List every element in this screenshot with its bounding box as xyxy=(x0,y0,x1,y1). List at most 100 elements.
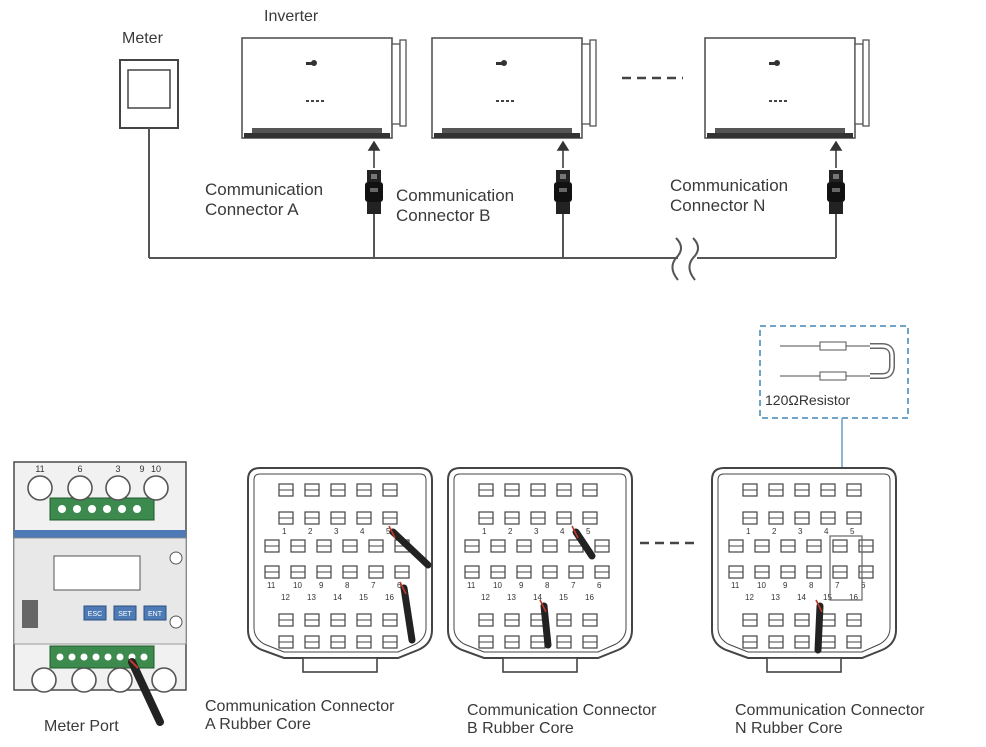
comm-connector-n-label: Communication Connector N xyxy=(670,176,789,215)
arrows xyxy=(367,140,843,168)
pin-socket xyxy=(278,483,294,497)
pin-socket xyxy=(290,565,306,579)
pin-socket xyxy=(316,565,332,579)
pin-number: 13 xyxy=(507,593,516,602)
pin-socket xyxy=(304,635,320,649)
pin-socket xyxy=(780,565,796,579)
rs485-bus xyxy=(148,128,837,281)
pin-number: 15 xyxy=(359,593,368,602)
pin-number: 5 xyxy=(850,527,855,536)
rubber-core-a-label: Communication Connector A Rubber Core xyxy=(205,698,395,734)
pin-number: 6 xyxy=(397,581,402,590)
pin-number: 12 xyxy=(281,593,290,602)
pin-socket xyxy=(768,483,784,497)
pin-socket xyxy=(846,613,862,627)
cable xyxy=(814,602,824,654)
pin-socket xyxy=(516,539,532,553)
pin-number: 10 xyxy=(493,581,502,590)
pin-socket xyxy=(478,613,494,627)
pin-number: 2 xyxy=(772,527,777,536)
pin-socket xyxy=(556,511,572,525)
pin-socket xyxy=(330,635,346,649)
pin-number: 3 xyxy=(534,527,539,536)
comm-plug-n-icon xyxy=(827,170,845,214)
pin-socket xyxy=(278,635,294,649)
pin-number: 8 xyxy=(809,581,814,590)
pin-number: 5 xyxy=(586,527,591,536)
cable xyxy=(540,602,552,649)
pin-socket xyxy=(742,511,758,525)
pin-socket xyxy=(780,539,796,553)
pin-socket xyxy=(846,483,862,497)
meter-button-esc: ESC xyxy=(88,611,102,618)
resistor-pin-frame xyxy=(829,535,863,601)
cable-core-red xyxy=(388,525,396,539)
pin-socket xyxy=(594,539,610,553)
pin-socket xyxy=(382,483,398,497)
pin-socket xyxy=(330,511,346,525)
pin-number: 14 xyxy=(533,593,542,602)
meter-terminal-label-1: 6 xyxy=(77,464,82,474)
pin-socket xyxy=(342,539,358,553)
pin-number: 15 xyxy=(559,593,568,602)
inverter-n-icon xyxy=(704,37,870,139)
pin-socket xyxy=(382,613,398,627)
meter-terminal-label-4: 10 xyxy=(151,464,161,474)
pin-socket xyxy=(368,539,384,553)
pin-number: 9 xyxy=(783,581,788,590)
pin-socket xyxy=(490,539,506,553)
pin-socket xyxy=(478,635,494,649)
cable-core-red xyxy=(399,581,407,595)
meter-label: Meter xyxy=(122,30,163,47)
inverter-b-icon xyxy=(431,37,597,139)
cable xyxy=(389,528,432,569)
pin-socket xyxy=(742,635,758,649)
pin-socket xyxy=(330,613,346,627)
pin-number: 3 xyxy=(798,527,803,536)
pin-socket xyxy=(330,483,346,497)
pin-number: 11 xyxy=(731,581,740,590)
pin-number: 13 xyxy=(307,593,316,602)
pin-number: 2 xyxy=(508,527,513,536)
pin-socket xyxy=(382,511,398,525)
pin-socket xyxy=(582,483,598,497)
pin-number: 4 xyxy=(560,527,565,536)
cable-core-red xyxy=(571,525,579,539)
pin-number: 4 xyxy=(824,527,829,536)
pin-number: 7 xyxy=(371,581,376,590)
pin-socket xyxy=(858,565,874,579)
meter-terminal-label-2: 3 xyxy=(115,464,120,474)
pin-socket xyxy=(464,565,480,579)
pin-socket xyxy=(478,483,494,497)
pin-socket xyxy=(794,511,810,525)
pin-socket xyxy=(478,511,494,525)
pin-number: 15 xyxy=(823,593,832,602)
pin-socket xyxy=(516,565,532,579)
rubber-core-n-label: Communication Connector N Rubber Core xyxy=(735,702,925,738)
pin-socket xyxy=(858,539,874,553)
pin-number: 16 xyxy=(585,593,594,602)
rubber-core-b-label: Communication Connector B Rubber Core xyxy=(467,702,657,738)
resistor-box xyxy=(759,325,909,520)
pin-socket xyxy=(356,511,372,525)
resistor-label: 120ΩResistor xyxy=(765,392,851,408)
pin-socket xyxy=(742,483,758,497)
pin-number: 7 xyxy=(835,581,840,590)
pin-number: 11 xyxy=(267,581,276,590)
pin-socket xyxy=(556,483,572,497)
meter-terminal-label-0: 11 xyxy=(35,464,44,474)
pin-number: 14 xyxy=(333,593,342,602)
pin-socket xyxy=(582,613,598,627)
pin-socket xyxy=(846,635,862,649)
pin-number: 12 xyxy=(745,593,754,602)
pin-socket xyxy=(290,539,306,553)
pin-socket xyxy=(530,483,546,497)
pin-socket xyxy=(568,565,584,579)
cable xyxy=(400,584,416,644)
pin-socket xyxy=(278,613,294,627)
pin-socket xyxy=(368,565,384,579)
pin-socket xyxy=(820,483,836,497)
inverter-label: Inverter xyxy=(264,8,319,25)
